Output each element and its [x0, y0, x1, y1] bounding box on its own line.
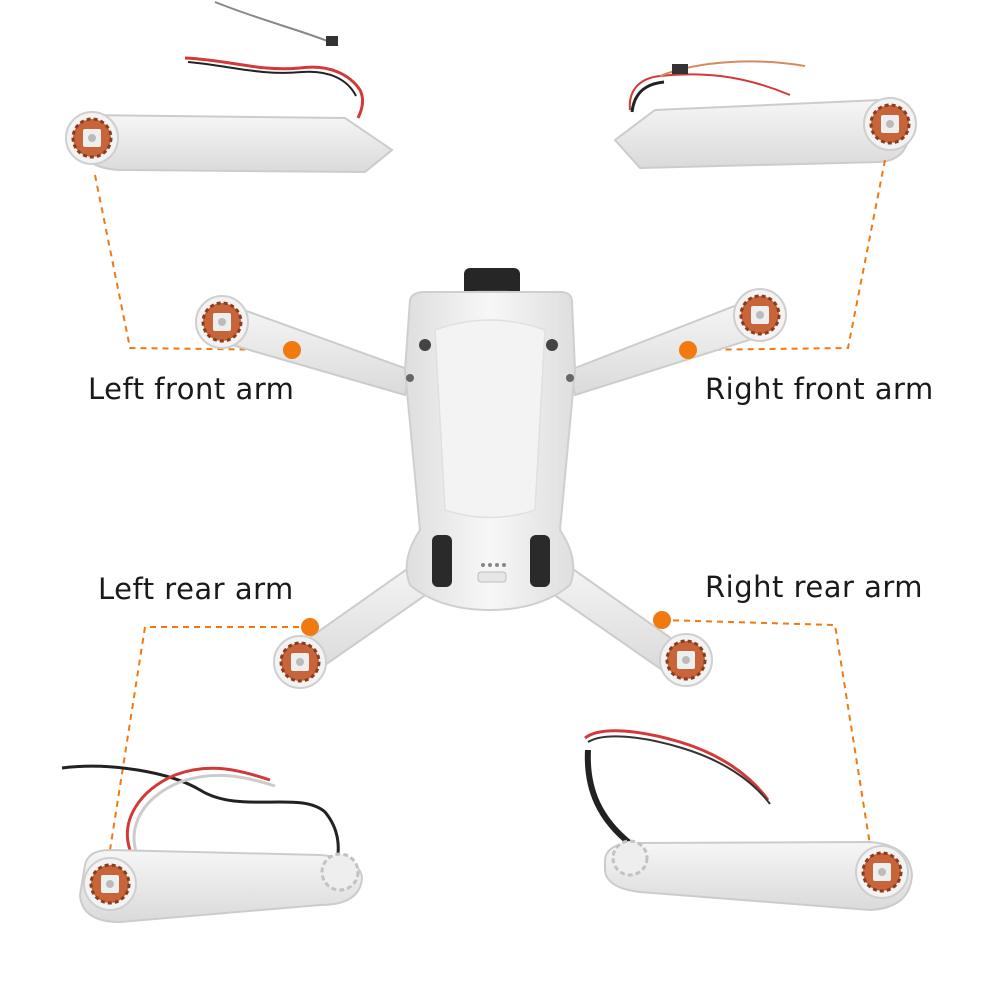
motor-icon — [82, 856, 138, 912]
label-left-front-arm: Left front arm — [88, 372, 295, 406]
marker-right-front — [679, 341, 697, 359]
leader-lines — [94, 159, 886, 851]
marker-dots — [283, 341, 697, 636]
motor-icon — [64, 110, 120, 166]
right-rear-arm-detached — [584, 729, 914, 912]
marker-left-front — [283, 341, 301, 359]
motor-icon — [194, 294, 250, 350]
marker-right-rear — [653, 611, 671, 629]
motor-icon — [658, 632, 714, 688]
left-front-arm-detached — [64, 1, 394, 174]
left-rear-arm-detached — [61, 764, 364, 924]
marker-left-rear — [301, 618, 319, 636]
drone-body — [194, 268, 788, 690]
label-right-rear-arm: Right rear arm — [705, 570, 924, 604]
right-front-arm-detached — [613, 60, 918, 170]
motor-icon — [732, 287, 788, 343]
motor-icon — [854, 844, 910, 900]
label-right-front-arm: Right front arm — [705, 372, 934, 406]
motor-icon — [272, 634, 328, 690]
label-left-rear-arm: Left rear arm — [98, 572, 294, 606]
motor-icon — [862, 96, 918, 152]
